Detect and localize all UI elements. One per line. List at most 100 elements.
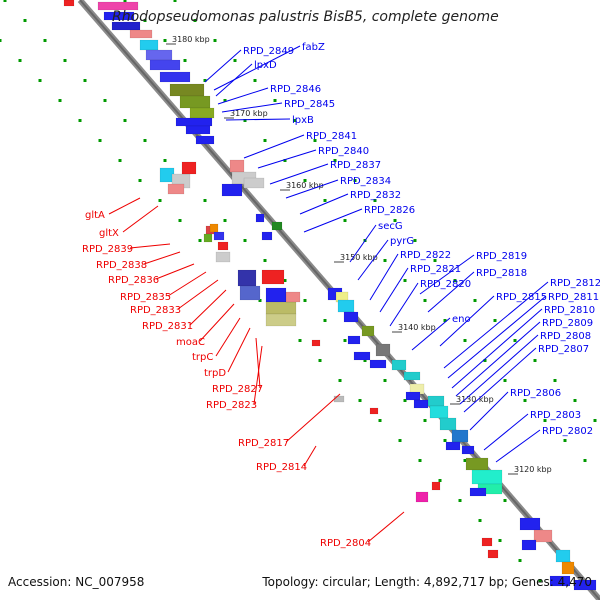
gene-label: RPD_2822 <box>400 250 451 261</box>
gc-dot <box>118 159 122 162</box>
gc-dot <box>343 339 347 342</box>
gc-dot <box>443 439 447 442</box>
gc-dot <box>138 179 142 182</box>
gene-block <box>181 161 197 175</box>
gene-block <box>145 49 173 61</box>
gc-dot <box>418 459 422 462</box>
callout-line <box>215 317 241 357</box>
gc-dot <box>313 139 317 142</box>
gene-block <box>129 29 153 39</box>
gc-dot <box>363 359 367 362</box>
gene-label: RPD_2814 <box>256 462 307 473</box>
gc-dot <box>198 239 202 242</box>
gc-dot <box>38 79 42 82</box>
gene-block <box>229 159 245 173</box>
gene-block <box>189 107 215 119</box>
gene-label: RPD_2839 <box>82 244 133 255</box>
gene-label: RPD_2832 <box>350 190 401 201</box>
callout-line <box>227 327 251 373</box>
gene-block <box>369 359 387 369</box>
gene-block <box>487 549 499 559</box>
gc-dot <box>563 439 567 442</box>
gene-block <box>573 579 597 591</box>
callout-line <box>379 267 409 313</box>
gene-block <box>261 269 285 285</box>
gc-dot <box>193 19 197 22</box>
callout-line <box>455 321 541 397</box>
gc-dot <box>463 339 467 342</box>
gc-dot <box>318 359 322 362</box>
callout-line <box>419 254 475 295</box>
gene-label: RPD_2840 <box>318 146 369 157</box>
gc-dot <box>3 0 7 2</box>
gene-block <box>243 177 265 189</box>
callout-line <box>367 511 405 543</box>
gc-dot <box>163 39 167 42</box>
gc-dot <box>178 219 182 222</box>
gene-block <box>139 39 159 51</box>
gc-dot <box>463 459 467 462</box>
gc-dot <box>403 399 407 402</box>
gc-dot <box>18 59 22 62</box>
gene-block <box>343 311 359 323</box>
gene-label: RPD_2835 <box>120 292 171 303</box>
gene-block <box>413 399 429 409</box>
gene-block <box>391 359 407 371</box>
gc-dot <box>323 199 327 202</box>
gc-dot <box>453 279 457 282</box>
callout-line <box>447 295 547 379</box>
gene-label: RPD_2809 <box>542 318 593 329</box>
gene-label: RPD_2845 <box>284 99 335 110</box>
callout-line <box>269 163 329 185</box>
gc-dot <box>383 259 387 262</box>
gene-label: RPD_2811 <box>548 292 599 303</box>
gc-dot <box>243 119 247 122</box>
gene-block <box>167 183 185 195</box>
tick-label: 3160 kbp <box>286 181 324 190</box>
gene-block <box>555 549 571 563</box>
gc-dot <box>443 319 447 322</box>
gene-block <box>561 561 575 575</box>
gene-block <box>103 11 135 21</box>
gene-block <box>185 125 211 135</box>
gc-dot <box>393 219 397 222</box>
callout-line <box>285 179 339 199</box>
gene-block <box>97 1 139 11</box>
gene-block <box>255 213 265 223</box>
gene-block <box>451 429 469 443</box>
gene-block <box>439 417 457 431</box>
gene-block <box>239 285 261 301</box>
gc-dot <box>518 559 522 562</box>
tick-label: 3150 kbp <box>340 253 378 262</box>
gc-dot <box>0 39 2 42</box>
gc-dot <box>223 219 227 222</box>
accession-text: Accession: NC_007958 <box>8 575 145 589</box>
gc-dot <box>323 319 327 322</box>
gene-block <box>549 575 571 587</box>
gene-block <box>415 491 429 503</box>
gene-label: RPD_2806 <box>510 388 561 399</box>
gene-label: moaC <box>176 337 205 348</box>
gene-label: RPD_2821 <box>410 264 461 275</box>
gene-label: RPD_2807 <box>538 344 589 355</box>
callout-line <box>495 429 541 463</box>
gc-dot <box>438 479 442 482</box>
gene-label: RPD_2841 <box>306 131 357 142</box>
gc-dot <box>123 0 127 2</box>
gene-label: gltX <box>99 228 119 239</box>
callout-line <box>129 243 171 249</box>
gc-dot <box>383 379 387 382</box>
callout-line <box>225 118 291 121</box>
feature-blocks <box>63 0 597 591</box>
gene-block <box>369 407 379 415</box>
callout-line <box>199 303 235 342</box>
gc-dot <box>233 59 237 62</box>
gene-label: RPD_2802 <box>542 426 593 437</box>
tick-label: 3120 kbp <box>514 465 552 474</box>
callout-line <box>167 271 207 297</box>
callout-line <box>349 224 377 263</box>
callout-line <box>427 271 475 313</box>
gc-dot <box>293 119 297 122</box>
tick-label: 3140 kbp <box>398 323 436 332</box>
